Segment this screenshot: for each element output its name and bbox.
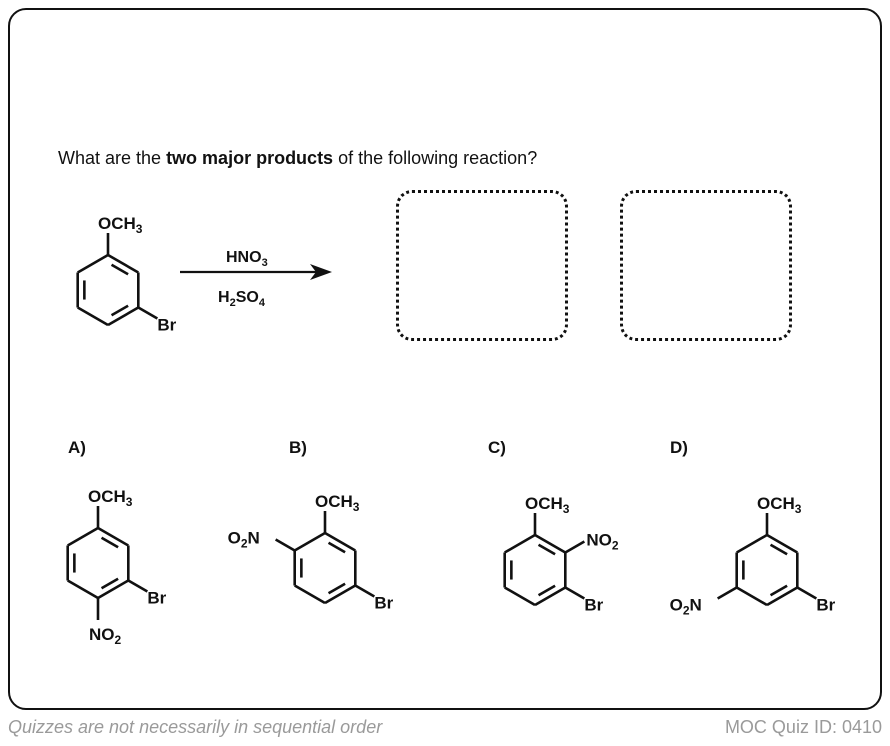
ring-bond [77,253,109,274]
option-a-substituent: OCH3 [88,487,133,509]
substituent-bond [796,586,818,600]
option-b-substituent: O2N [228,529,260,551]
ring-bond [766,533,798,554]
ring-bond [504,533,536,554]
double-bond [327,582,346,595]
double-bond [769,584,788,597]
option-a-substituent: Br [147,589,166,608]
answer-slot-2[interactable] [620,190,792,341]
ring-bond [736,533,768,554]
arrow-head [310,264,332,280]
option-b-substituent: OCH3 [315,492,360,514]
question-text: What are the two major products of the f… [58,148,538,168]
starting-material-substituent: OCH3 [98,214,143,236]
double-bond [537,543,556,556]
ring-bond [534,533,566,554]
option-b-label[interactable]: B) [289,438,307,457]
double-bond [100,536,119,549]
footer-note: Quizzes are not necessarily in sequentia… [8,717,383,737]
substituent-bond [127,579,149,593]
double-bond [769,543,788,556]
substituent-bond [716,586,738,600]
ring-bond [97,526,129,547]
double-bond [537,584,556,597]
option-c-substituent: OCH3 [525,494,570,516]
option-d-substituent: OCH3 [757,494,802,516]
quiz-card [8,8,882,710]
double-bond [110,263,129,276]
option-b-substituent: Br [374,594,393,613]
starting-material-substituent: Br [157,316,176,335]
ring-bond [67,526,99,547]
option-d-label[interactable]: D) [670,438,688,457]
ring-bond [324,531,356,552]
ring-bond [534,586,566,607]
substituent-bond [564,586,586,600]
ring-bond [294,531,326,552]
option-d-substituent: Br [816,596,835,615]
ring-bond [324,584,356,605]
answer-slot-1[interactable] [396,190,568,341]
ring-bond [77,306,109,327]
substituent-bond [354,584,376,598]
ring-bond [736,586,768,607]
double-bond [110,304,129,317]
substituent-bond [564,540,586,554]
ring-bond [294,584,326,605]
option-c-label[interactable]: C) [488,438,506,457]
ring-bond [107,253,139,274]
double-bond [100,577,119,590]
double-bond [327,541,346,554]
option-c-substituent: Br [584,596,603,615]
quiz-id: MOC Quiz ID: 0410 [724,717,882,737]
reagent-hno3: HNO3 [226,249,268,269]
option-a-substituent: NO2 [89,625,122,647]
ring-bond [766,586,798,607]
ring-bond [107,306,139,327]
option-c-substituent: NO2 [586,531,619,553]
option-a-label[interactable]: A) [68,438,86,457]
reagent-h2so4: H2SO4 [218,289,266,309]
ring-bond [97,579,129,600]
substituent-bond [274,538,296,552]
option-d-substituent: O2N [670,596,702,618]
substituent-bond [137,306,159,320]
ring-bond [504,586,536,607]
ring-bond [67,579,99,600]
